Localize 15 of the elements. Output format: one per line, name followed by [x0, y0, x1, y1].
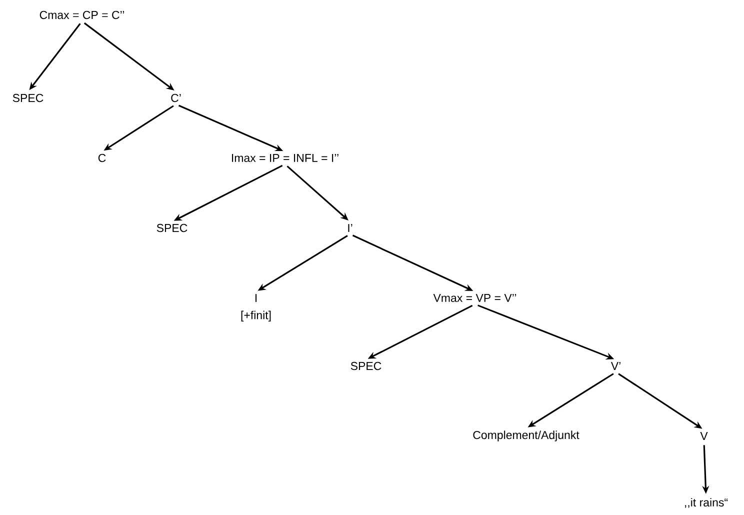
- tree-label: Vmax = VP = V’’: [433, 294, 516, 302]
- tree-label: C: [98, 154, 106, 162]
- tree-label: SPEC: [12, 94, 44, 102]
- tree-label: Cmax = CP = C’’: [40, 10, 124, 20]
- tree-label: I’: [348, 224, 352, 232]
- tree-label: V’: [610, 362, 620, 370]
- feature-label: [+finit]: [241, 310, 271, 322]
- tree-label: Complement/Adjunkt: [473, 430, 580, 442]
- tree-label: V: [700, 432, 708, 440]
- tree-label: Imax = IP = INFL = I’’: [232, 154, 338, 162]
- tree-label: SPEC: [156, 224, 188, 232]
- tree-label: SPEC: [350, 362, 382, 370]
- tree-label: ,,it rains“: [685, 498, 728, 508]
- tree-label: C’: [171, 94, 181, 102]
- tree-label: I: [255, 294, 257, 302]
